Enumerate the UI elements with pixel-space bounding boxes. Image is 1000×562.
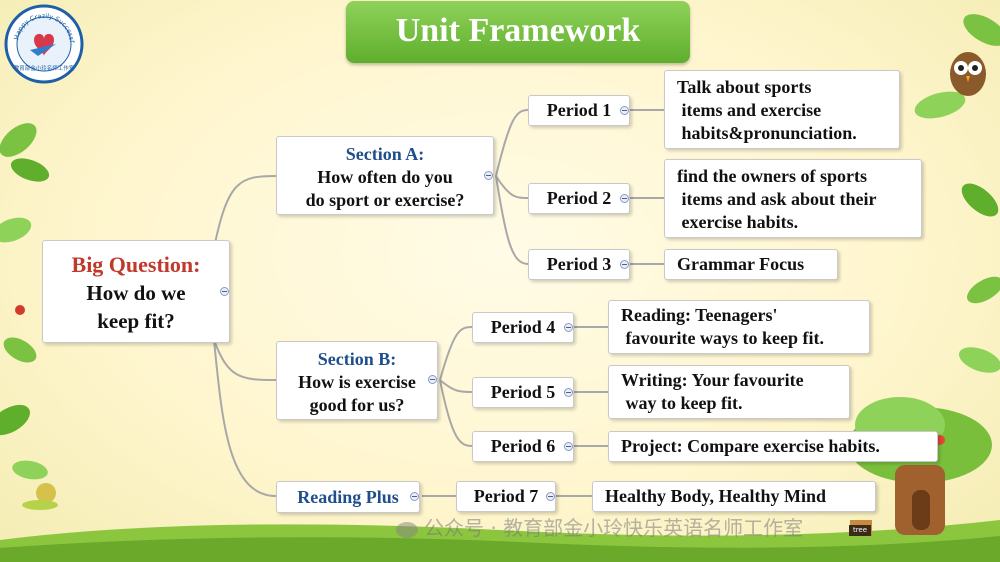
tree-sign-text: tree	[852, 526, 868, 534]
section-a-heading: Section A:	[345, 144, 425, 164]
period-6-node[interactable]: Period 6	[472, 431, 574, 462]
connector-b-p4	[439, 326, 473, 381]
tree-sign: tree	[849, 525, 871, 536]
period-7-node[interactable]: Period 7	[456, 481, 556, 512]
connector-root-section-a	[213, 175, 277, 249]
root-collapse-toggle[interactable]	[220, 287, 229, 296]
period-2-detail: find the owners of sports items and ask …	[664, 159, 922, 238]
reading-plus-heading: Reading Plus	[297, 487, 399, 507]
period-4-detail: Reading: Teenagers' favourite ways to ke…	[608, 300, 870, 354]
owl-icon	[950, 52, 986, 96]
period-3-detail-line-1: Grammar Focus	[677, 254, 805, 274]
period-5-detail: Writing: Your favourite way to keep fit.	[608, 365, 850, 419]
root-node[interactable]: Big Question: How do we keep fit?	[42, 240, 230, 343]
period-7-collapse-toggle[interactable]	[546, 492, 555, 501]
period-6-label: Period 6	[490, 436, 556, 456]
section-a-line-2: do sport or exercise?	[305, 190, 465, 210]
title-banner: Unit Framework	[346, 1, 690, 63]
period-4-detail-line-2: favourite ways to keep fit.	[621, 328, 824, 348]
section-b-line-2: good for us?	[309, 395, 405, 415]
snail-icon	[22, 483, 58, 510]
section-b-heading: Section B:	[317, 349, 397, 369]
watermark: 公众号 · 教育部金小玲快乐英语名师工作室	[396, 512, 803, 541]
period-7-detail: Healthy Body, Healthy Mind	[592, 481, 876, 512]
period-7-detail-line-1: Healthy Body, Healthy Mind	[605, 486, 827, 506]
period-6-detail: Project: Compare exercise habits.	[608, 431, 938, 462]
period-1-node[interactable]: Period 1	[528, 95, 630, 126]
section-a-collapse-toggle[interactable]	[484, 171, 493, 180]
period-2-node[interactable]: Period 2	[528, 183, 630, 214]
root-heading: Big Question:	[71, 252, 201, 277]
period-7-label: Period 7	[473, 486, 539, 506]
period-5-node[interactable]: Period 5	[472, 377, 574, 408]
period-3-label: Period 3	[546, 254, 612, 274]
wechat-icon	[396, 521, 418, 538]
period-6-collapse-toggle[interactable]	[564, 442, 573, 451]
period-2-detail-line-2: items and ask about their	[677, 189, 877, 209]
period-4-label: Period 4	[490, 317, 556, 337]
connector-root-section-b	[213, 339, 277, 381]
logo: Happy Crazily Successfully 教育部金小玲名师工作室	[2, 0, 84, 84]
period-5-label: Period 5	[490, 382, 556, 402]
period-1-detail-line-2: items and exercise	[677, 100, 822, 120]
reading-plus-collapse-toggle[interactable]	[410, 492, 419, 501]
period-5-detail-line-2: way to keep fit.	[621, 393, 743, 413]
period-4-collapse-toggle[interactable]	[564, 323, 573, 332]
period-1-detail-line-3: habits&pronunciation.	[677, 123, 857, 143]
leaves-left-decoration	[0, 123, 50, 480]
period-2-label: Period 2	[546, 188, 612, 208]
connector-a-p1	[495, 109, 529, 177]
period-3-detail: Grammar Focus	[664, 249, 838, 280]
connector-root-reading-plus	[213, 339, 277, 497]
period-3-node[interactable]: Period 3	[528, 249, 630, 280]
period-5-detail-line-1: Writing: Your favourite	[621, 370, 804, 390]
period-4-node[interactable]: Period 4	[472, 312, 574, 343]
period-1-detail-line-1: Talk about sports	[677, 77, 812, 97]
root-question-line-2: keep fit?	[97, 309, 175, 333]
watermark-text: 公众号 · 教育部金小玲快乐英语名师工作室	[424, 516, 804, 540]
logo-bottom-text: 教育部金小玲名师工作室	[14, 64, 75, 72]
connector-b-p6	[439, 379, 473, 447]
connector-a-p2	[495, 175, 529, 199]
section-b-node[interactable]: Section B: How is exercise good for us?	[276, 341, 438, 420]
period-3-collapse-toggle[interactable]	[620, 260, 629, 269]
leaves-right-decoration	[914, 14, 1000, 373]
period-4-detail-line-1: Reading: Teenagers'	[621, 305, 778, 325]
period-2-detail-line-1: find the owners of sports	[677, 166, 868, 186]
period-2-detail-line-3: exercise habits.	[677, 212, 799, 232]
period-2-collapse-toggle[interactable]	[620, 194, 629, 203]
period-1-detail: Talk about sports items and exercise hab…	[664, 70, 900, 149]
reading-plus-node[interactable]: Reading Plus	[276, 481, 420, 513]
section-b-collapse-toggle[interactable]	[428, 375, 437, 384]
section-b-line-1: How is exercise	[298, 372, 416, 392]
period-1-label: Period 1	[546, 100, 612, 120]
connector-b-p5	[439, 379, 473, 393]
section-a-line-1: How often do you	[317, 167, 453, 187]
period-6-detail-line-1: Project: Compare exercise habits.	[621, 436, 880, 456]
section-a-node[interactable]: Section A: How often do you do sport or …	[276, 136, 494, 215]
connector-a-p3	[495, 175, 529, 265]
root-question-line-1: How do we	[86, 281, 186, 305]
period-5-collapse-toggle[interactable]	[564, 388, 573, 397]
period-1-collapse-toggle[interactable]	[620, 106, 629, 115]
